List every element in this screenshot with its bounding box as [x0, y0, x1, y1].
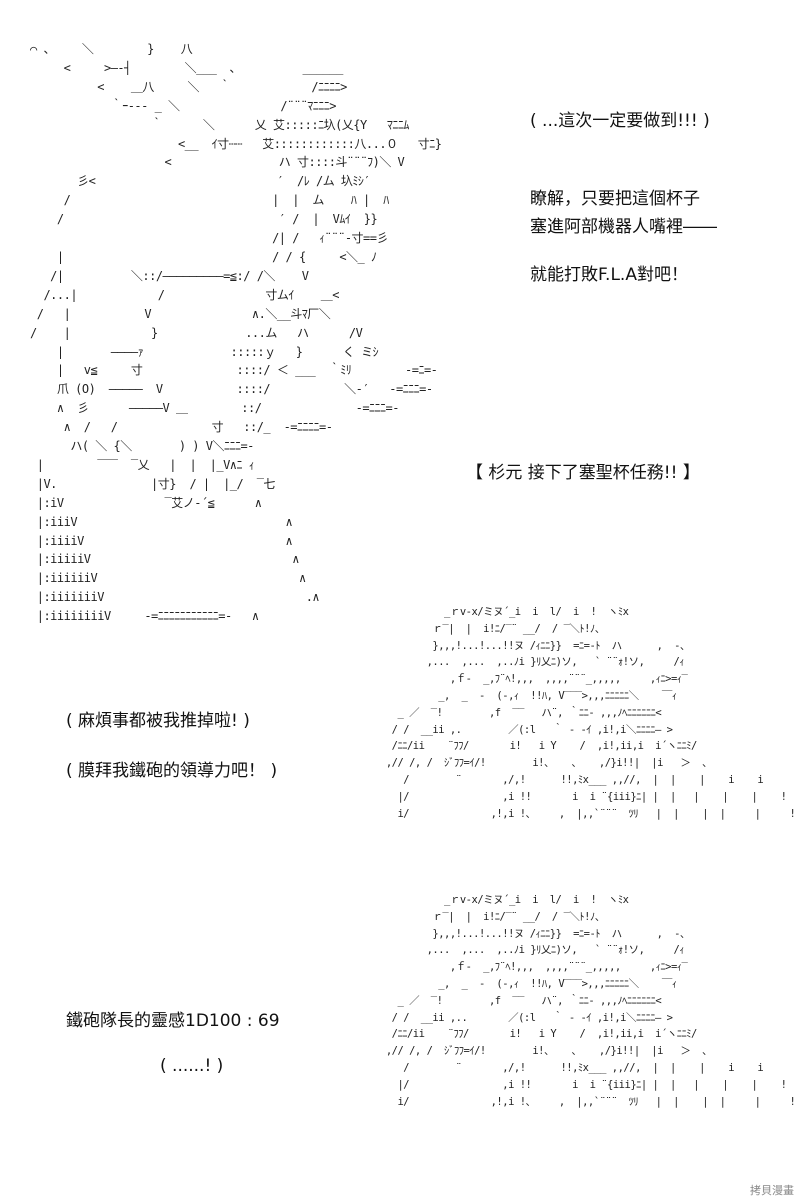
- dialogue-inner-thought: ( ...這次一定要做到!!! ): [530, 111, 710, 131]
- watermark: 拷貝漫畫: [750, 1184, 794, 1197]
- dialogue-defeat-fla: 就能打敗F.L.A對吧！: [530, 265, 688, 285]
- task-announcement: 【 杉元 接下了塞聖杯任務!! 】: [466, 463, 700, 483]
- dice-roll-result: 鐵砲隊長的靈感1D100 : 69: [66, 1011, 280, 1031]
- dialogue-pushed-away: ( 麻煩事都被我推掉啦! ): [66, 711, 250, 731]
- dialogue-realization: ( ......! ): [160, 1056, 224, 1076]
- dialogue-insert-cup: 塞進阿部機器人嘴裡――: [530, 217, 717, 237]
- dialogue-worship: ( 膜拜我鐵砲的領導力吧！ ): [66, 761, 278, 781]
- ascii-art-scene-captain-roll: _ｒv‐x/ミヌ´_i i l/ i ! ヽﾐx ｒ‾| | i!ﾆ/‾¨ __…: [385, 894, 796, 1108]
- ascii-art-scene-captain-proud: _ｒv‐x/ミヌ´_i i l/ i ! ヽﾐx ｒ‾| | i!ﾆ/‾¨ __…: [385, 606, 796, 820]
- dialogue-understood: 瞭解，只要把這個杯子: [530, 189, 700, 209]
- ascii-art-scene-sugimoto: ⌒ 、 ＼ } 八 < >―‐┤ ＼___ ､ ______ < ＿八 ＼ ｀ …: [30, 42, 442, 624]
